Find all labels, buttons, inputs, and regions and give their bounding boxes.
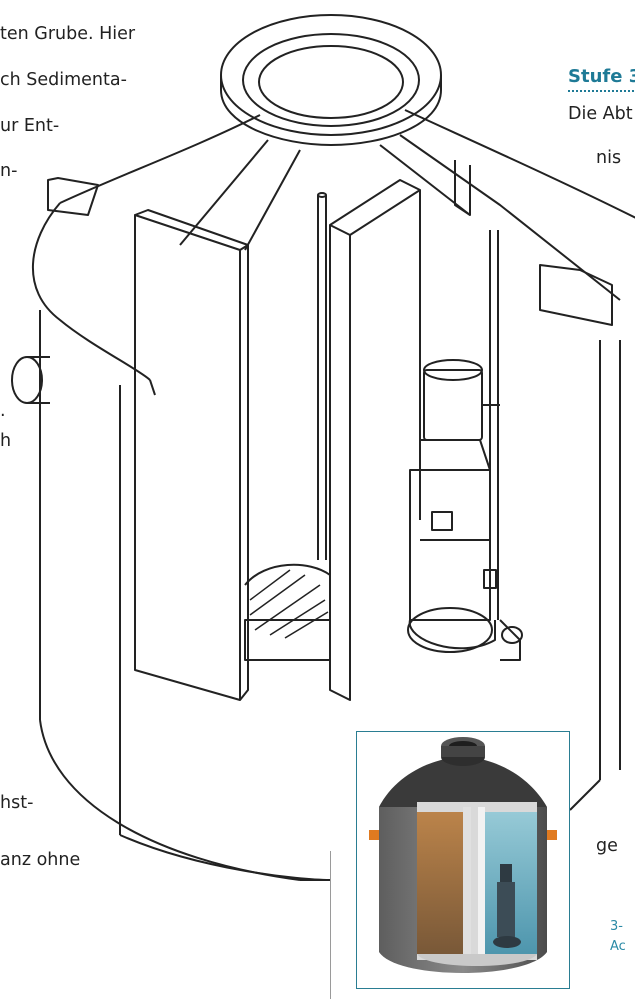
three-chamber-tank-rendered-icon: [369, 737, 557, 973]
text-fragment-left: anz ohne: [0, 850, 81, 870]
text-fragment-right: Die Abt: [568, 104, 633, 124]
caption-fragment: 3-: [610, 919, 623, 934]
text-fragment-left: .: [0, 401, 6, 421]
heading-dotted-rule: [568, 90, 635, 92]
column-divider: [330, 851, 331, 999]
text-fragment-right: ge: [596, 836, 618, 856]
text-fragment-left: ch Sedimenta-: [0, 70, 127, 90]
text-fragment-right: nis: [596, 148, 622, 168]
text-fragment-left: h: [0, 431, 12, 451]
caption-fragment: Ac: [610, 939, 626, 954]
text-fragment-left: n-: [0, 161, 18, 181]
section-heading: Stufe 3: [568, 66, 635, 87]
text-fragment-left: ur Ent-: [0, 116, 60, 136]
text-fragment-left: hst-: [0, 793, 34, 813]
text-fragment-left: ten Grube. Hier: [0, 24, 136, 44]
inset-image-frame: [356, 731, 570, 989]
